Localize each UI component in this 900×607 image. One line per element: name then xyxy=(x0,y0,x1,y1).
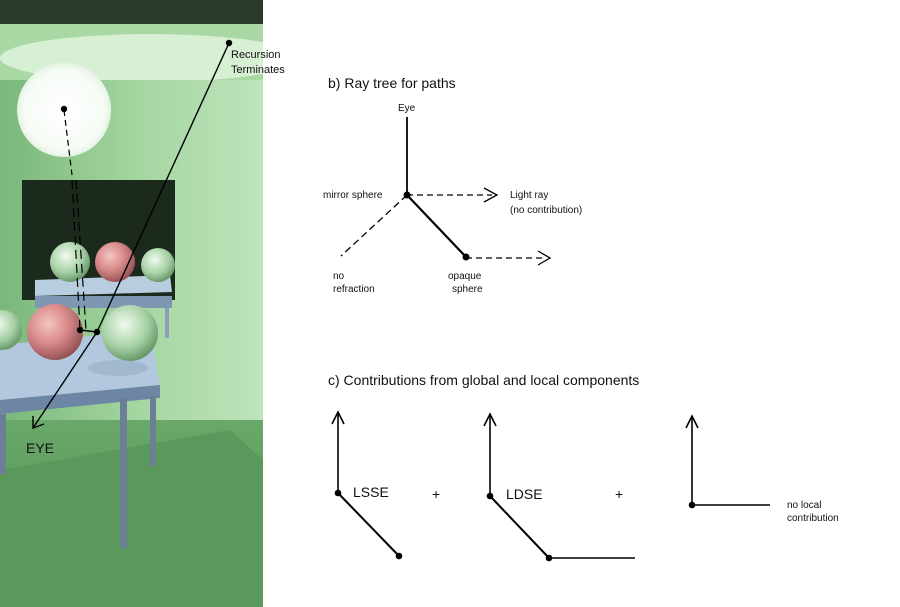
ldse-label: LDSE xyxy=(506,486,543,502)
no-local-path xyxy=(685,414,770,509)
rendered-scene xyxy=(0,0,263,607)
light-ray-label-line1: Light ray xyxy=(510,190,548,201)
opaque-out-arrowhead xyxy=(537,250,552,266)
ldse-end-node xyxy=(545,554,553,562)
light-ray-dashed-a xyxy=(71,179,81,331)
no-local-line2: contribution xyxy=(787,513,839,524)
recursion-label-line2: Terminates xyxy=(231,64,285,76)
terminate-dot xyxy=(225,39,233,47)
lsse-diagonal xyxy=(337,492,400,557)
lsse-arrowhead xyxy=(331,410,345,425)
lsse-path xyxy=(331,410,403,560)
ray-to-eye xyxy=(32,331,98,429)
no-refraction-line1: no xyxy=(333,271,345,282)
tree-eye-label: Eye xyxy=(398,103,416,114)
opaque-hit-dot xyxy=(93,328,101,336)
mirror-to-opaque-edge xyxy=(406,194,467,258)
mirror-hit-dot xyxy=(76,326,84,334)
ray-tree-graph xyxy=(340,117,552,266)
lsse-top-node xyxy=(334,489,342,497)
mirror-sphere-label: mirror sphere xyxy=(323,190,383,201)
ldse-arrowhead xyxy=(483,412,497,427)
ldse-diagonal xyxy=(489,495,550,559)
no-local-arrowhead xyxy=(685,414,699,429)
ray-to-terminate xyxy=(96,42,230,333)
light-ray-arrowhead xyxy=(483,187,499,203)
light-point-dot xyxy=(60,105,68,113)
eye-arrowhead xyxy=(32,416,45,429)
lsse-end-node xyxy=(395,552,403,560)
light-ray-dashed-upper xyxy=(63,109,73,176)
scene-illustration xyxy=(0,0,263,607)
no-refraction-line2: refraction xyxy=(333,284,375,295)
no-local-line1: no local xyxy=(787,500,821,511)
recursion-label-line1: Recursion xyxy=(231,49,281,61)
lsse-label: LSSE xyxy=(353,484,389,500)
scene-eye-label: EYE xyxy=(26,440,54,456)
mirror-node xyxy=(403,191,411,199)
opaque-sphere-line2: sphere xyxy=(452,284,483,295)
plus-sign-1: + xyxy=(432,486,440,502)
ray-tree-title: b) Ray tree for paths xyxy=(328,75,456,91)
opaque-sphere-line1: opaque xyxy=(448,271,482,282)
light-ray-label-line2: (no contribution) xyxy=(510,205,582,216)
contributions-title: c) Contributions from global and local c… xyxy=(328,372,639,388)
ldse-path xyxy=(483,412,635,562)
ldse-top-node xyxy=(486,492,494,500)
plus-sign-2: + xyxy=(615,486,623,502)
light-ray-dashed-b xyxy=(75,179,87,331)
opaque-node xyxy=(462,253,470,261)
refraction-edge xyxy=(340,194,408,257)
no-local-node xyxy=(688,501,696,509)
